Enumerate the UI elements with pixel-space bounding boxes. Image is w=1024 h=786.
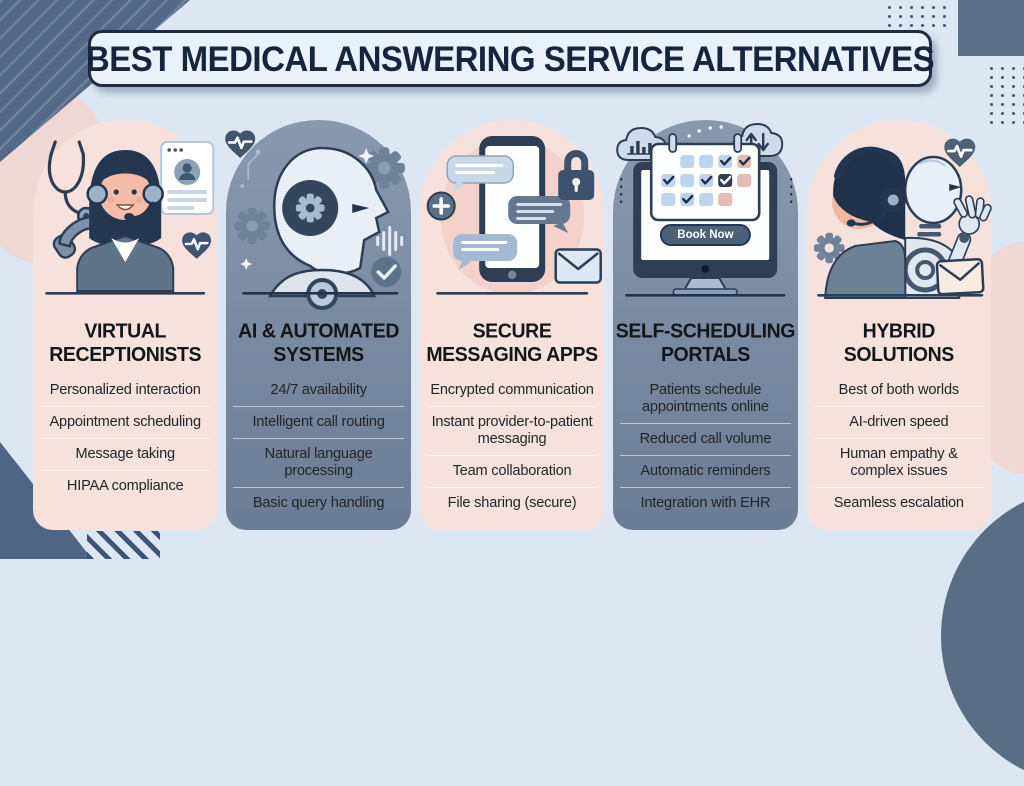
ground-line (436, 292, 589, 295)
feature-list: 24/7 availability Intelligent call routi… (233, 375, 404, 519)
gear-icon (234, 208, 271, 244)
padlock-icon (558, 150, 595, 200)
list-item: Message taking (40, 438, 211, 470)
list-item: Team collaboration (426, 455, 598, 487)
dotted-arc (687, 125, 724, 138)
feature-list: Personalized interaction Appointment sch… (40, 375, 211, 502)
list-item: Personalized interaction (49, 382, 201, 399)
robot-head (268, 146, 391, 310)
list-item: Intelligent call routing (233, 406, 404, 438)
book-now-button: Book Now (660, 224, 751, 246)
check-circle-icon (371, 257, 402, 287)
patient-profile-card-icon (160, 141, 215, 215)
list-item: HIPAA compliance (40, 470, 211, 502)
envelope-icon (935, 257, 985, 296)
stethoscope-icon (47, 140, 96, 226)
ground-line (45, 292, 206, 295)
chat-bubble-icon (446, 155, 514, 192)
list-item: AI-driven speed (813, 406, 985, 438)
receptionist-figure (76, 150, 175, 292)
list-item: Appointment scheduling (40, 406, 211, 438)
list-item: Human empathy & complex issues (813, 438, 985, 487)
human-robot-illustration (807, 120, 992, 300)
sparkle-icon (240, 148, 375, 270)
circuit-icon (240, 149, 262, 188)
list-item: 24/7 availability (270, 382, 367, 399)
list-item: File sharing (secure) (426, 487, 598, 519)
list-item: Encrypted communication (430, 382, 594, 399)
ground-line (816, 294, 983, 297)
list-item: Patients schedule appointments online (642, 382, 769, 416)
chat-bubble-icon (453, 234, 518, 270)
chat-bubble-icon (508, 196, 571, 233)
list-item: Natural language processing (233, 438, 404, 487)
feature-list: Encrypted communication Instant provider… (426, 375, 598, 519)
ground-line (242, 292, 399, 295)
calendar-monitor-illustration: Book Now (613, 120, 797, 300)
ground-line (625, 294, 786, 297)
envelope-icon (554, 248, 602, 284)
list-item: Seamless escalation (813, 487, 985, 519)
dot-grid-top (884, 3, 954, 27)
human-half (823, 146, 906, 299)
dot-grid-right (986, 64, 1024, 124)
smartphone-chat-illustration (420, 120, 604, 300)
corner-circle-bottom-right (941, 486, 1024, 786)
plus-circle-icon (426, 191, 456, 221)
page-title: BEST MEDICAL ANSWERING SERVICE ALTERNATI… (85, 38, 935, 78)
receptionist-illustration (33, 120, 217, 300)
heart-pulse-icon (180, 231, 213, 261)
feature-list: Best of both worlds AI-driven speed Huma… (813, 375, 985, 519)
stripe-patch-bottom-left (87, 531, 160, 559)
robot-head-illustration (224, 120, 410, 310)
feature-list: Patients schedule appointments online Re… (620, 375, 791, 519)
title-banner: BEST MEDICAL ANSWERING SERVICE ALTERNATI… (85, 30, 935, 87)
list-item: Integration with EHR (620, 487, 791, 519)
corner-square-top-right (958, 0, 1024, 56)
list-item: Basic query handling (233, 487, 404, 519)
list-item: Instant provider-to-patient messaging (426, 406, 598, 455)
heart-pulse-icon (224, 129, 257, 160)
soundwave-icon (376, 226, 404, 256)
list-item: Automatic reminders (620, 455, 791, 487)
list-item: Reduced call volume (620, 423, 791, 455)
list-item: Best of both worlds (838, 382, 960, 399)
calendar-icon (650, 133, 761, 222)
